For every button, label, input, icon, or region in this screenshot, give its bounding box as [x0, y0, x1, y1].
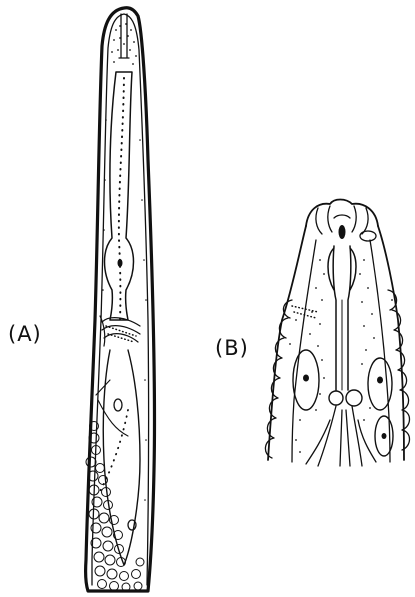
gland-nucleus-b3 — [382, 433, 387, 439]
bulb-b-1 — [346, 390, 362, 406]
panel-label-a: (A) — [8, 322, 42, 346]
gland-cell-b2 — [368, 358, 392, 410]
ducts-b — [306, 406, 376, 466]
gland-boundary-a — [96, 380, 128, 436]
granules-a — [86, 422, 144, 592]
specimen-b-drawing — [265, 200, 409, 467]
panel-label-b: (B) — [215, 336, 249, 360]
gland-nucleus-b1 — [303, 375, 309, 382]
oesophagus-lumen-a — [119, 78, 124, 320]
gland-nucleus-a1 — [114, 399, 122, 411]
amphid-b — [360, 231, 376, 241]
stoma-a — [119, 14, 129, 58]
gland-duct-a — [98, 410, 128, 495]
bulb-nucleus-a — [118, 259, 123, 267]
bulb-b-2 — [329, 391, 343, 405]
specimen-a-drawing — [86, 8, 155, 591]
gland-nucleus-b2 — [377, 377, 383, 384]
annulations-left-b — [265, 300, 292, 458]
oral-cavity-b — [339, 225, 346, 239]
oral-opening-b — [334, 215, 350, 218]
